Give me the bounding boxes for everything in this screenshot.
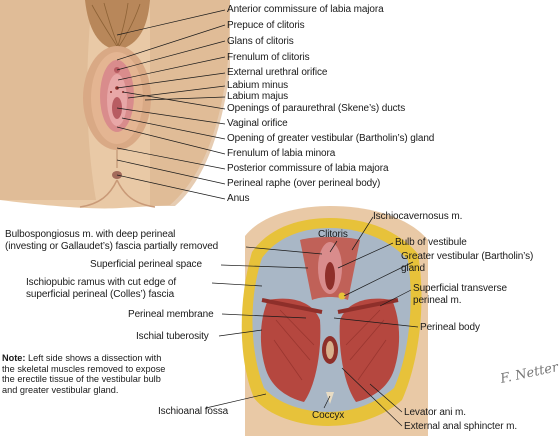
figure-note: Note: Left side shows a dissection with … — [2, 353, 167, 395]
label-bulb-of-vestibule: Bulb of vestibule — [395, 237, 467, 248]
label-coccyx: Coccyx — [312, 410, 345, 421]
label-ischiopubic-ramus-line1: Ischiopubic ramus with cut edge of — [26, 277, 177, 288]
label-perineal-membrane: Perineal membrane — [128, 309, 214, 320]
label-posterior-commissure: Posterior commissure of labia majora — [227, 163, 389, 174]
label-vaginal-orifice: Vaginal orifice — [227, 118, 288, 129]
note-text: Left side shows a dissection with the sk… — [2, 353, 166, 395]
label-glans-of-clitoris: Glans of clitoris — [227, 36, 294, 47]
label-external-anal-sphincter: External anal sphincter m. — [404, 421, 518, 432]
label-ischioanal-fossa: Ischioanal fossa — [158, 406, 229, 417]
label-superficial-perineal-space: Superficial perineal space — [90, 259, 202, 270]
label-labium-majus: Labium majus — [227, 91, 289, 102]
label-prepuce-of-clitoris: Prepuce of clitoris — [227, 20, 305, 31]
label-bulbospongiosus-line1: Bulbospongiosus m. with deep perineal — [5, 229, 176, 240]
label-superficial-transverse-line2: perineal m. — [413, 295, 462, 306]
label-bulbospongiosus-line2: (investing or Gallaudet’s) fascia partia… — [5, 241, 219, 252]
label-greater-vestibular-gland-opening: Opening of greater vestibular (Bartholin… — [227, 133, 435, 144]
label-ischial-tuberosity: Ischial tuberosity — [136, 331, 209, 342]
label-perineal-body: Perineal body — [420, 322, 480, 333]
label-external-urethral-orifice: External urethral orifice — [227, 67, 328, 78]
leader-lines — [116, 9, 419, 427]
label-anus: Anus — [227, 193, 250, 204]
label-levator-ani: Levator ani m. — [404, 407, 466, 418]
external-genitalia-illustration — [0, 0, 230, 209]
label-anterior-commissure: Anterior commissure of labia majora — [227, 4, 384, 15]
label-labium-minus: Labium minus — [227, 80, 289, 91]
label-ischiopubic-ramus-line2: superficial perineal (Colles’) fascia — [26, 289, 175, 300]
label-ischiocavernosus: Ischiocavernosus m. — [373, 211, 463, 222]
label-clitoris: Clitoris — [318, 229, 348, 240]
label-greater-vestibular-gland-line2: gland — [401, 263, 425, 274]
label-superficial-transverse-line1: Superficial transverse — [413, 283, 507, 294]
label-perineal-raphe: Perineal raphe (over perineal body) — [227, 178, 381, 189]
perineal-dissection-illustration — [241, 206, 428, 436]
label-frenulum-of-labia-minora: Frenulum of labia minora — [227, 148, 336, 159]
label-greater-vestibular-gland-line1: Greater vestibular (Bartholin’s) — [401, 251, 534, 262]
label-frenulum-of-clitoris: Frenulum of clitoris — [227, 52, 310, 63]
note-heading: Note: — [2, 353, 26, 363]
label-paraurethral-ducts: Openings of paraurethral (Skene’s) ducts — [227, 103, 406, 114]
